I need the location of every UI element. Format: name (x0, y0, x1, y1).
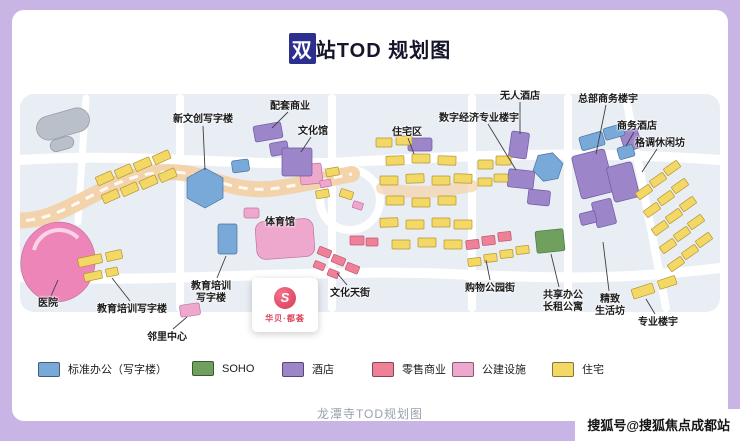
map-canvas (20, 94, 720, 330)
legend-swatch-retail (372, 361, 394, 377)
legend-item: 住宅 (552, 361, 604, 377)
legend: 标准办公（写字楼） SOHO 酒店 零售商业 公建设施 住宅 (38, 361, 702, 381)
title-rest: 站TOD 规划图 (315, 40, 452, 62)
legend-item-label: 零售商业 (402, 364, 446, 376)
legend-item: 标准办公（写字楼） (38, 361, 167, 377)
buildings-office (186, 123, 636, 255)
legend-item: 公建设施 (452, 361, 526, 377)
legend-swatch-soho (192, 361, 214, 376)
leader-lines (50, 102, 658, 330)
legend-item-label: 酒店 (312, 364, 334, 376)
bottom-caption: 龙潭寺TOD规划图 (316, 407, 424, 421)
legend-item-label: 公建设施 (482, 364, 526, 376)
legend-item: 酒店 (282, 361, 334, 377)
legend-item-label: SOHO (222, 362, 255, 375)
buildings-soho (534, 228, 566, 254)
legend-swatch-office (38, 361, 60, 377)
legend-item: 零售商业 (372, 361, 446, 377)
logo-name: 华贝·都荟 (265, 313, 305, 323)
project-logo-card: S 华贝·都荟 (252, 278, 318, 332)
legend-swatch-public (452, 361, 474, 377)
buildings-retail (312, 231, 512, 280)
watermark: 搜狐号@搜狐焦点成都站 (575, 409, 740, 441)
legend-swatch-hotel (282, 361, 304, 377)
buildings-gray (36, 107, 90, 153)
page-title: 双站TOD 规划图 (0, 33, 740, 64)
logo-swirl-icon: S (274, 286, 296, 309)
legend-item-label: 标准办公（写字楼） (68, 364, 167, 376)
tod-planning-map: 新文创写字楼 配套商业 文化馆 住宅区 数字经济专业楼宇 无人酒店 总部商务楼宇… (20, 72, 720, 362)
legend-item: SOHO (192, 361, 254, 376)
map-base (20, 94, 720, 312)
legend-swatch-residential (552, 361, 574, 377)
title-highlight: 双 (288, 33, 316, 64)
buildings-residential (77, 135, 713, 300)
legend-item-label: 住宅 (582, 364, 604, 376)
buildings-hotel (252, 121, 643, 228)
